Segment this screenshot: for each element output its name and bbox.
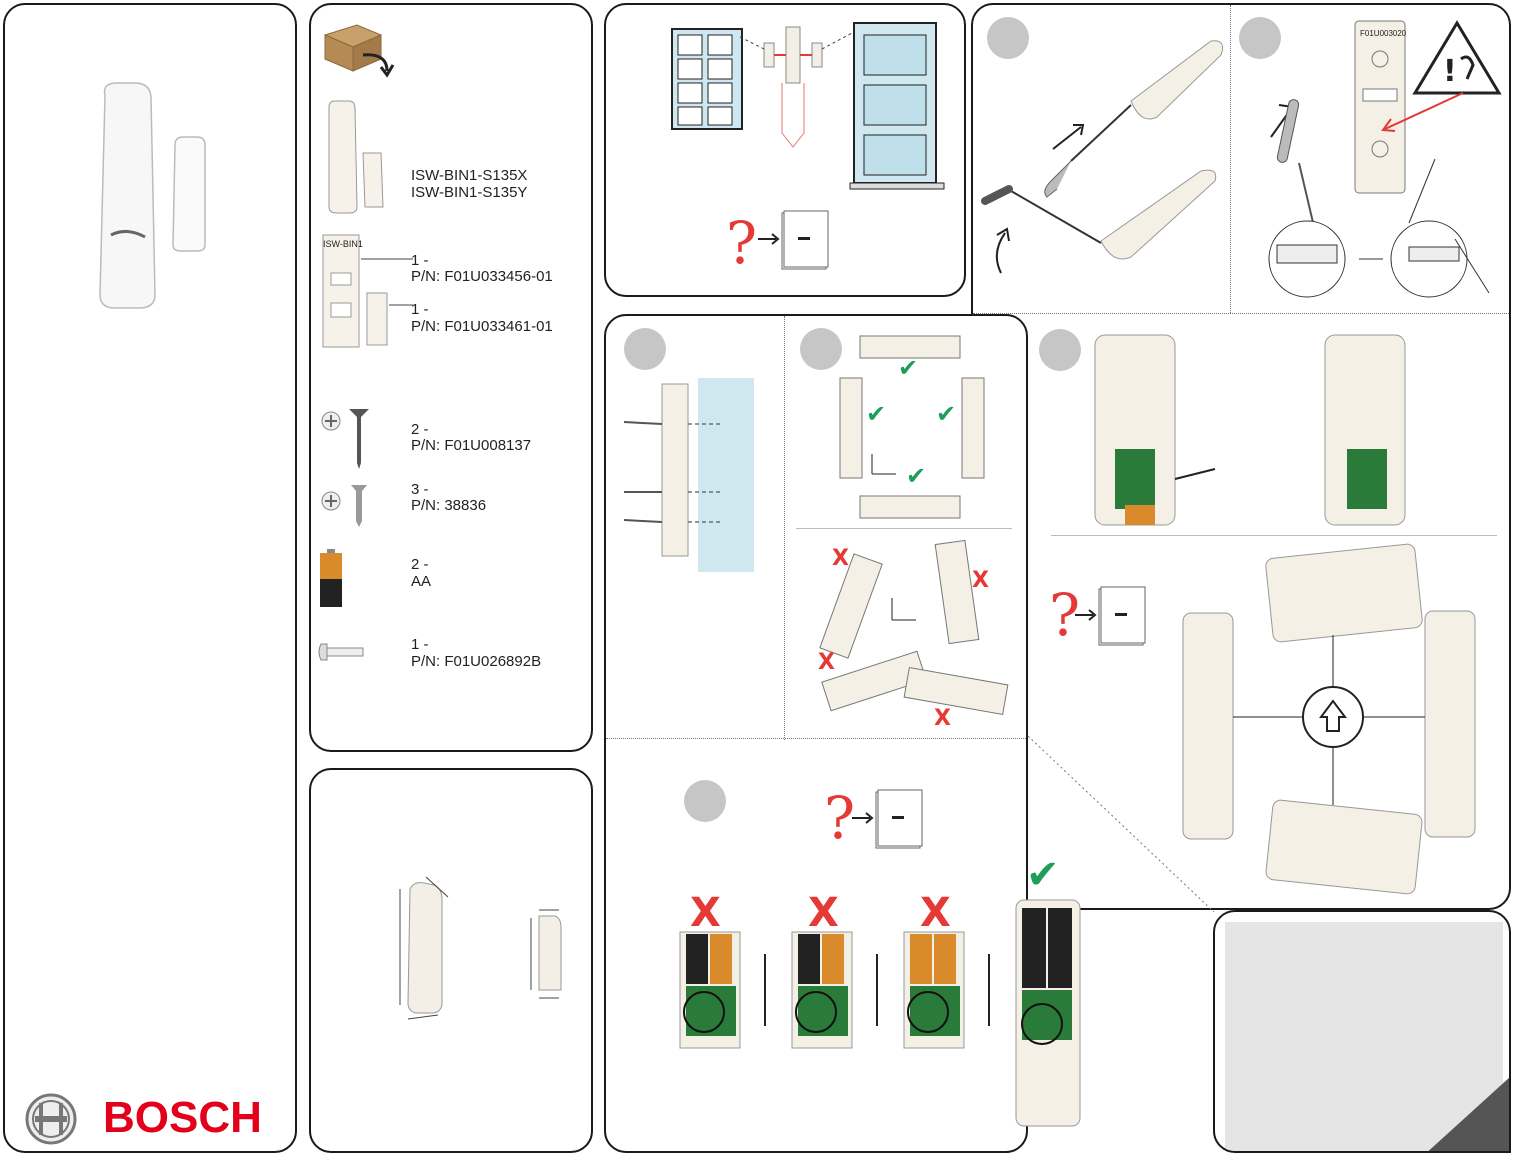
screws-small-qty: 3 - [411, 481, 429, 498]
diagonal-divider [1028, 736, 1228, 936]
page-corner-fold [1423, 1076, 1511, 1153]
x-icon: X [690, 890, 721, 936]
magnet-base-pn: P/N: F01U033461-01 [411, 318, 553, 335]
anchor-image [317, 642, 367, 662]
model-name-1: ISW-BIN1-S135X [411, 167, 527, 184]
step-number-circle [624, 328, 666, 370]
product-panel: BOSCH [3, 3, 297, 1153]
screwdriver-icon [1261, 55, 1341, 225]
parts-panel: ISW-BIN1-S135X ISW-BIN1-S135Y ISW-BIN1 1… [309, 3, 593, 752]
sensor-placement-diagram [746, 23, 866, 163]
dimensions-panel [309, 768, 593, 1153]
small-screw-image [349, 481, 369, 529]
tamper-label-text: F01U003020 [1360, 29, 1406, 38]
x-icon: X [934, 706, 951, 731]
manual-icon [850, 784, 920, 854]
svg-text:!: ! [1443, 54, 1457, 89]
separator [988, 954, 990, 1026]
x-icon: X [920, 890, 951, 936]
divider [796, 528, 1012, 529]
base-part-label: ISW-BIN1 [323, 239, 363, 249]
open-box-icon [317, 15, 397, 75]
magnet-dimension-drawing [525, 908, 575, 1008]
divider [784, 316, 785, 740]
question-mark-icon: ? [726, 213, 757, 273]
detector-dimension-drawing [396, 875, 476, 1025]
battery-image [319, 549, 343, 611]
large-screw-image [349, 405, 369, 469]
screws-large-qty: 2 - [411, 421, 429, 438]
tamper-detail-diagram [1259, 219, 1509, 299]
product-image [5, 5, 297, 405]
base-part-qty: 1 - [411, 252, 429, 269]
divider [973, 313, 1511, 314]
location-panel: ? [604, 3, 966, 297]
screws-large-pn: P/N: F01U008137 [411, 437, 531, 454]
x-icon: X [808, 890, 839, 936]
divider [1051, 535, 1497, 536]
phillips-head-icon [321, 491, 341, 511]
step-number-circle [684, 780, 726, 822]
warning-triangle-icon: ! [1413, 19, 1503, 99]
x-icon: X [818, 650, 835, 675]
wall-mount-illustration [622, 376, 772, 586]
check-icon: ✔ [898, 354, 918, 382]
detector-part-image [319, 97, 399, 217]
base-plate-image [321, 233, 401, 353]
bosch-logo-icon [25, 1089, 85, 1149]
model-name-2: ISW-BIN1-S135Y [411, 184, 527, 201]
check-icon: ✔ [866, 400, 886, 428]
battery-option-wrong-3 [904, 932, 974, 1052]
magnet-base-qty: 1 - [411, 301, 429, 318]
housing-open-illustration [981, 21, 1221, 281]
divider [1230, 5, 1231, 313]
base-part-pn: P/N: F01U033456-01 [411, 268, 553, 285]
window-illustration [670, 27, 750, 127]
phillips-head-icon [321, 411, 341, 431]
screws-small-pn: P/N: 38836 [411, 497, 486, 514]
anchor-pn: P/N: F01U026892B [411, 653, 541, 670]
incorrect-orientations-diagram [796, 536, 1016, 736]
anchor-qty: 1 - [411, 636, 429, 653]
step-number-circle [1039, 329, 1081, 371]
notes-panel [1213, 910, 1511, 1153]
battery-option-wrong-2 [792, 932, 862, 1052]
check-icon: ✔ [906, 462, 926, 490]
manual-icon [1073, 581, 1143, 651]
separator [876, 954, 878, 1026]
x-icon: X [832, 546, 849, 571]
brand-name: BOSCH [103, 1093, 262, 1143]
batteries-type: AA [411, 573, 431, 590]
separator [764, 954, 766, 1026]
step-number-circle [1239, 17, 1281, 59]
battery-removal-illustration [1085, 329, 1505, 529]
x-icon: X [972, 568, 989, 593]
battery-option-wrong-1 [680, 932, 750, 1052]
check-icon: ✔ [936, 400, 956, 428]
divider [606, 738, 1028, 739]
manual-icon [756, 205, 826, 275]
batteries-qty: 2 - [411, 556, 429, 573]
red-pointer-arrow [1375, 89, 1465, 139]
